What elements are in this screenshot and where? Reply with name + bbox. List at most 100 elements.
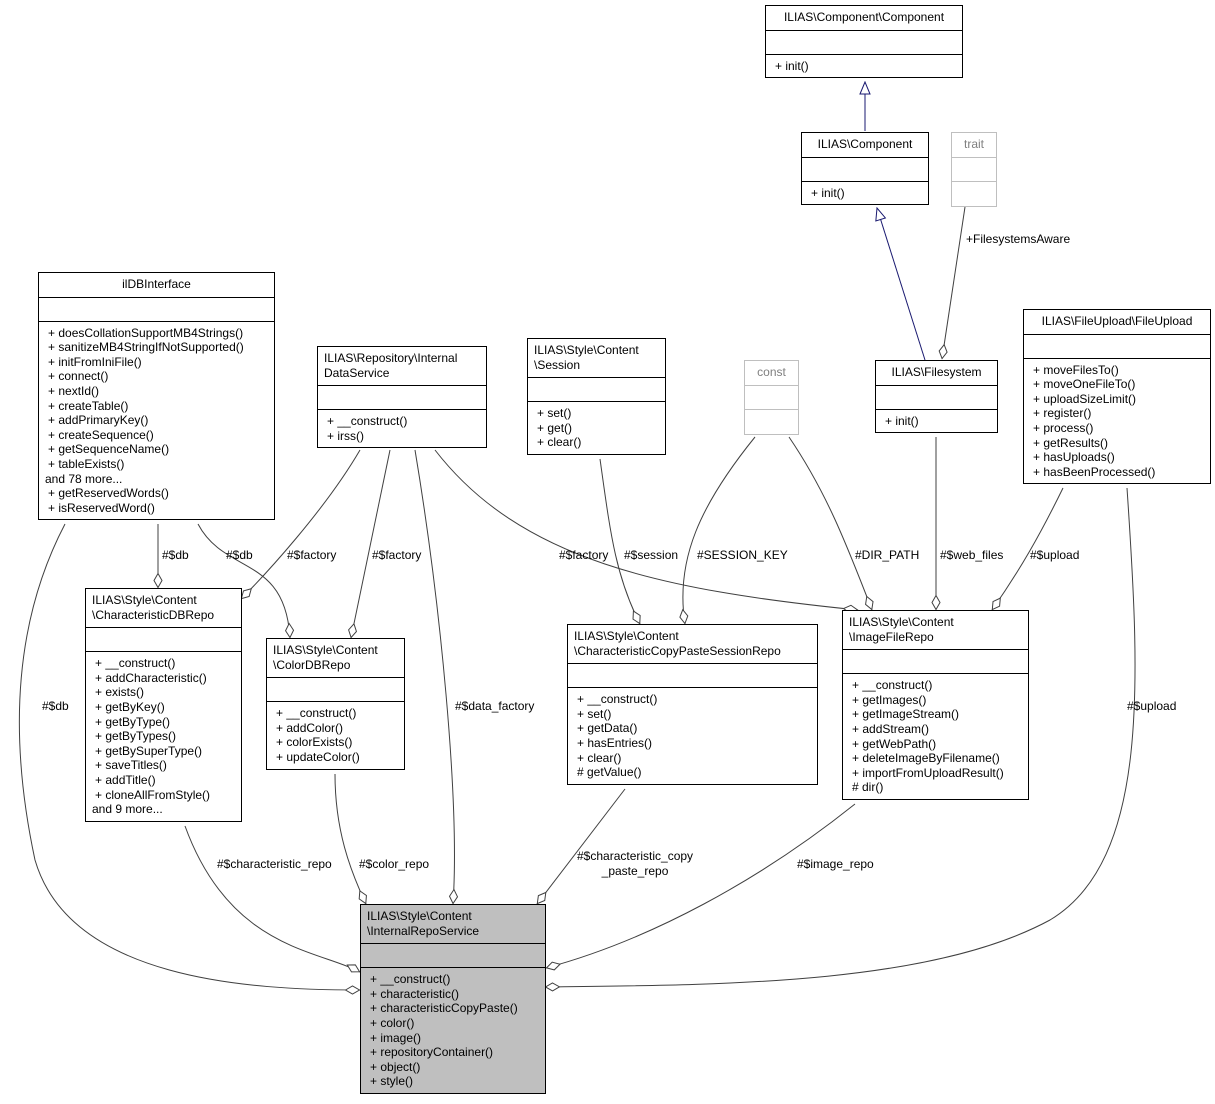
operation: + characteristicCopyPaste(): [370, 1001, 518, 1016]
operation: + set(): [577, 706, 612, 721]
operation: + addStream(): [852, 721, 930, 736]
class-attributes: [802, 158, 928, 182]
edge-label-characteristic-repo: #$characteristic_repo: [217, 857, 332, 871]
operation: + getResults(): [1033, 435, 1109, 450]
class-operations: + __construct() + getImages() + getImage…: [843, 674, 1028, 799]
operation: + deleteImageByFilename(): [852, 751, 1000, 766]
more-operations: and 9 more...: [92, 802, 163, 817]
operation: + hasBeenProcessed(): [1033, 464, 1156, 479]
operation: + getByTypes(): [95, 729, 177, 744]
class-attributes: [361, 944, 545, 969]
edge-dataservice-to-characteristic-repo: [240, 449, 361, 600]
operation: + isReservedWord(): [48, 500, 155, 515]
class-title: ILIAS\FileUpload\FileUpload: [1024, 310, 1210, 335]
edge-label-characteristic-copy-paste-repo: #$characteristic_copy _paste_repo: [577, 849, 694, 878]
class-title: ILIAS\Style\Content \ColorDBRepo: [267, 639, 404, 679]
operation: + __construct(): [577, 692, 658, 707]
operation: + getByType(): [95, 714, 171, 729]
operation: + moveOneFileTo(): [1033, 377, 1136, 392]
class-filesystem[interactable]: ILIAS\Filesystem + init(): [875, 360, 998, 434]
operation: + register(): [1033, 406, 1092, 421]
edge-label-image-repo: #$image_repo: [797, 857, 874, 871]
operation: + connect(): [48, 369, 109, 384]
edge-trait-to-filesystem: [938, 206, 966, 360]
class-operations: + __construct() + addColor() + colorExis…: [267, 702, 404, 768]
operation: + nextId(): [48, 383, 100, 398]
operation: # getValue(): [577, 765, 642, 780]
operation: + __construct(): [95, 656, 176, 671]
operation: + init(): [811, 185, 845, 200]
class-attributes: [318, 386, 486, 411]
class-attributes: [528, 378, 665, 403]
class-image-file-repo[interactable]: ILIAS\Style\Content \ImageFileRepo + __c…: [842, 610, 1029, 800]
operation: # dir(): [852, 780, 884, 795]
operation: + hasUploads(): [1033, 450, 1115, 465]
operation: + init(): [775, 58, 809, 73]
class-attributes: [267, 678, 404, 703]
class-title: ILIAS\Component: [802, 133, 928, 158]
class-trait[interactable]: trait: [951, 132, 997, 207]
class-operations: + __construct() + characteristic() + cha…: [361, 968, 545, 1093]
edge-dataservice-to-internal-repo: [414, 449, 459, 905]
edge-copy-paste-to-internal-repo: [536, 788, 626, 905]
class-internal-data-service[interactable]: ILIAS\Repository\Internal DataService + …: [317, 346, 487, 449]
operation: + repositoryContainer(): [370, 1045, 494, 1060]
operation: + addCharacteristic(): [95, 670, 207, 685]
class-characteristic-db-repo[interactable]: ILIAS\Style\Content \CharacteristicDBRep…: [85, 588, 242, 822]
edge-label-data-factory: #$data_factory: [455, 699, 535, 713]
class-component[interactable]: ILIAS\Component + init(): [801, 132, 929, 206]
class-attributes: [876, 386, 997, 410]
class-operations: + init(): [766, 55, 962, 78]
edge-color-repo-to-internal-repo: [334, 773, 367, 905]
class-attributes: [843, 650, 1028, 675]
class-attributes: [86, 628, 241, 653]
operation: + addTitle(): [95, 772, 156, 787]
operation: + getImages(): [852, 692, 927, 707]
class-component-component[interactable]: ILIAS\Component\Component + init(): [765, 5, 963, 79]
class-attributes: [952, 158, 996, 182]
class-session[interactable]: ILIAS\Style\Content \Session + set() + g…: [527, 338, 666, 455]
operation: + clear(): [577, 750, 622, 765]
operation: + __construct(): [370, 972, 451, 987]
class-internal-repo-service[interactable]: ILIAS\Style\Content \InternalRepoService…: [360, 904, 546, 1094]
operation: + updateColor(): [276, 749, 360, 764]
operation: + process(): [1033, 420, 1094, 435]
class-operations: [952, 182, 996, 206]
operation: + get(): [537, 420, 573, 435]
more-operations: and 78 more...: [45, 471, 123, 486]
operation: + __construct(): [327, 414, 408, 429]
edge-label-db-main: #$db: [42, 699, 69, 713]
class-color-db-repo[interactable]: ILIAS\Style\Content \ColorDBRepo + __con…: [266, 638, 405, 770]
edge-const-to-copy-paste: [679, 436, 756, 625]
edge-label-dir-path: #DIR_PATH: [855, 548, 920, 562]
edge-fileupload-to-image-repo: [991, 487, 1064, 611]
operation: + characteristic(): [370, 986, 460, 1001]
class-operations: + __construct() + irss(): [318, 410, 486, 447]
class-title: const: [745, 361, 798, 386]
class-operations: + doesCollationSupportMB4Strings() + san…: [39, 322, 274, 520]
edge-db-to-internal-repo: [18, 523, 361, 995]
class-attributes: [745, 386, 798, 410]
edge-label-session: #$session: [624, 548, 679, 562]
operation: + doesCollationSupportMB4Strings(): [48, 325, 244, 340]
operation: + colorExists(): [276, 735, 353, 750]
edge-fileupload-to-internal-repo: [544, 487, 1136, 992]
class-copy-paste-repo[interactable]: ILIAS\Style\Content \CharacteristicCopyP…: [567, 624, 818, 785]
edge-const-to-image-repo: [788, 436, 874, 611]
class-file-upload[interactable]: ILIAS\FileUpload\FileUpload + moveFilesT…: [1023, 309, 1211, 485]
edge-label-factory-color: #$factory: [372, 548, 422, 562]
class-title: ILIAS\Style\Content \CharacteristicDBRep…: [86, 589, 241, 629]
operation: + style(): [370, 1074, 414, 1089]
edge-label-color-repo: #$color_repo: [359, 857, 430, 871]
class-title: ILIAS\Style\Content \InternalRepoService: [361, 905, 545, 945]
edge-label-factory-characteristic: #$factory: [287, 548, 337, 562]
edge-characteristic-repo-to-internal-repo: [184, 825, 361, 973]
operation: + exists(): [95, 685, 145, 700]
operation: + __construct(): [276, 706, 357, 721]
class-ildbinterface[interactable]: ilDBInterface + doesCollationSupportMB4S…: [38, 272, 275, 521]
class-const[interactable]: const: [744, 360, 799, 435]
class-operations: + init(): [876, 410, 997, 433]
operation: + cloneAllFromStyle(): [95, 787, 211, 802]
class-title: ilDBInterface: [39, 273, 274, 298]
